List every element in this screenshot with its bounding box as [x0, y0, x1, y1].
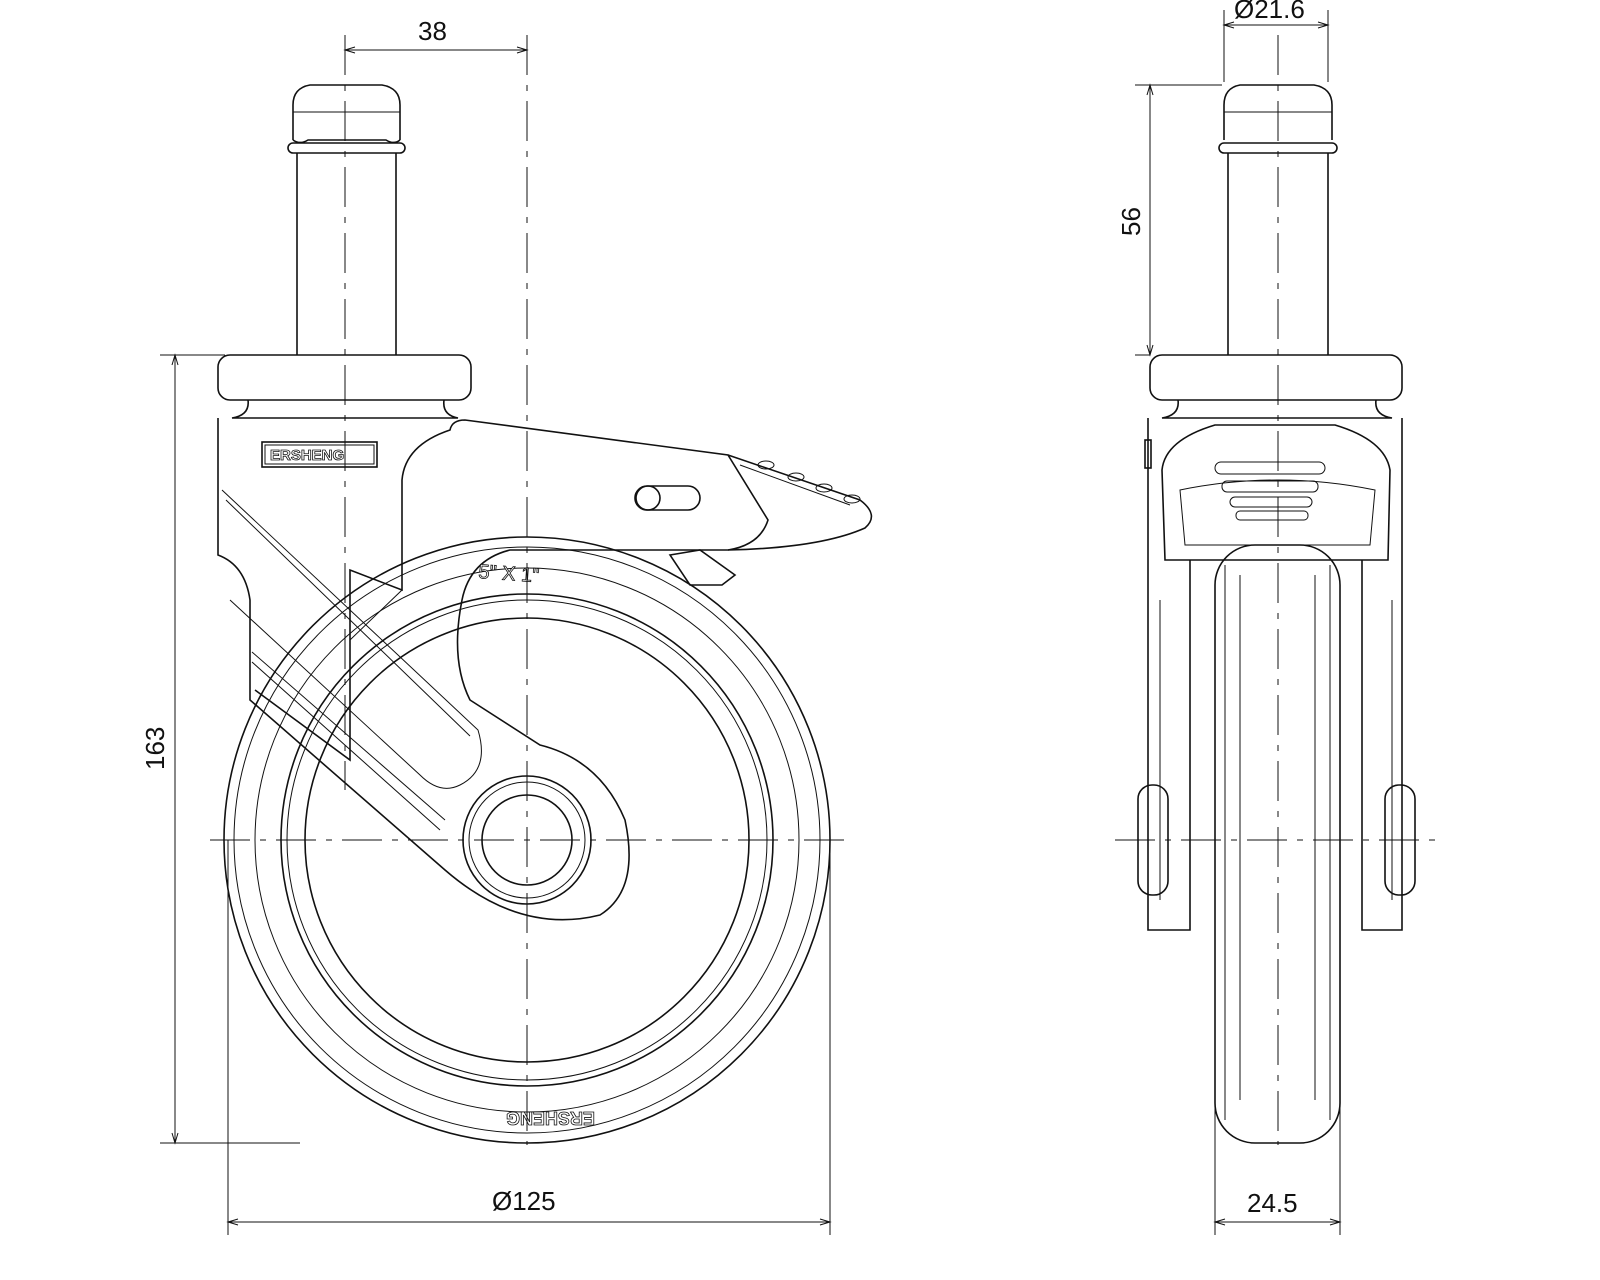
fork-front — [1137, 418, 1416, 931]
brand-logo-plate — [261, 441, 378, 468]
tire-brand-marking: ERSHENG — [506, 1108, 595, 1128]
dimension-wheel-width: 24.5 — [1213, 1100, 1342, 1235]
fork-body-side: ERSHENG 5" X 1" ERSHENG — [217, 418, 873, 1128]
dim-text-38: 38 — [418, 16, 447, 46]
wheel-front — [1214, 544, 1341, 1144]
stem-front — [1149, 84, 1403, 419]
dim-text-24-5: 24.5 — [1247, 1188, 1298, 1218]
side-view: ERSHENG 5" X 1" ERSHENG — [210, 35, 873, 1145]
brand-logo-text: ERSHENG — [270, 447, 344, 464]
dim-text-163: 163 — [140, 727, 170, 770]
dimension-overall-height: 163 — [140, 353, 300, 1145]
dimension-stem-diameter: Ø21.6 — [1222, 0, 1330, 82]
dimension-stem-length: 56 — [1116, 83, 1222, 357]
dim-text-125: Ø125 — [492, 1186, 556, 1216]
dim-text-21-6: Ø21.6 — [1234, 0, 1305, 24]
dim-text-56: 56 — [1116, 207, 1146, 236]
stem-side — [217, 84, 472, 419]
front-view — [1115, 35, 1440, 1145]
wheel-size-marking: 5" X 1" — [478, 561, 540, 587]
dimension-wheel-diameter: Ø125 — [226, 840, 832, 1235]
dimension-stem-offset: 38 — [343, 16, 529, 54]
